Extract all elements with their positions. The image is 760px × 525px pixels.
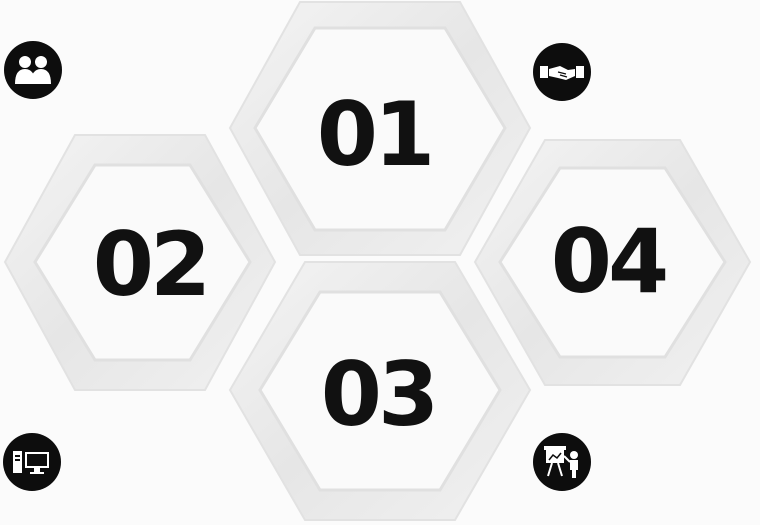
hex-label-04: 04: [551, 210, 666, 313]
hexagon-03: 03: [228, 261, 532, 521]
hexagon-02: 02: [3, 134, 277, 391]
hexagon-04: 04: [473, 139, 752, 386]
people-icon: [4, 41, 62, 99]
presentation-icon: [533, 433, 591, 491]
hexagon-01: 01: [228, 1, 532, 256]
hex-label-01: 01: [317, 83, 431, 186]
hex-label-02: 02: [93, 213, 207, 316]
handshake-icon: [533, 43, 591, 101]
hex-label-03: 03: [321, 343, 435, 446]
computer-icon: [3, 433, 61, 491]
